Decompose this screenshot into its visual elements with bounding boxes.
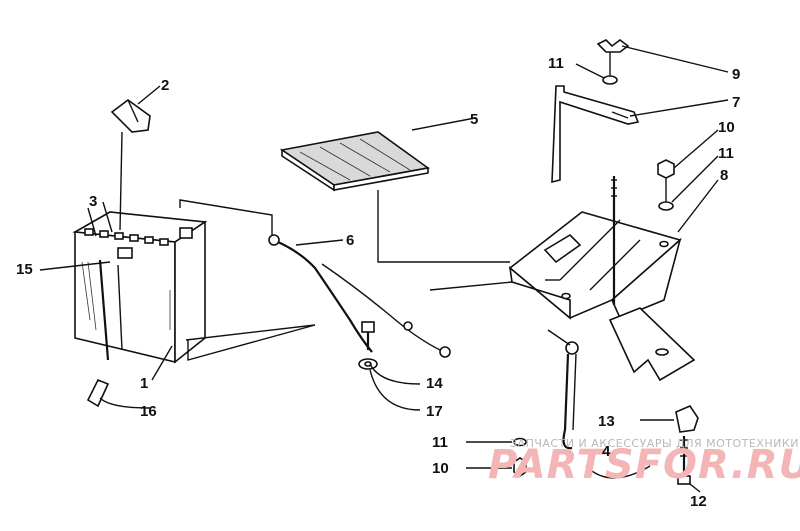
vent-tube — [86, 378, 110, 408]
tray-bracket — [608, 307, 696, 382]
callout-5: 5 — [470, 111, 478, 128]
terminal-cap — [110, 99, 151, 231]
callout-6: 6 — [346, 232, 354, 249]
watermark: ЗАПЧАСТИ И АКСЕССУАРЫ ДЛЯ МОТОТЕХНИКИ PA… — [488, 437, 800, 488]
watermark-tagline: ЗАПЧАСТИ И АКСЕССУАРЫ ДЛЯ МОТОТЕХНИКИ — [510, 437, 799, 450]
callout-3: 3 — [89, 193, 97, 210]
callout-10-bottom: 10 — [432, 460, 449, 477]
callout-1: 1 — [140, 375, 148, 392]
callout-17: 17 — [426, 403, 443, 420]
callout-16: 16 — [140, 403, 157, 420]
callout-11-right: 11 — [718, 145, 734, 162]
top-nut-and-washer — [657, 159, 675, 211]
leader-frames — [179, 199, 316, 361]
wing-nut — [596, 39, 630, 85]
callout-4: 4 — [602, 443, 611, 460]
callout-11-bottom: 11 — [432, 434, 448, 451]
leader-lines — [39, 45, 729, 493]
callout-7: 7 — [732, 94, 740, 111]
callout-15: 15 — [16, 261, 33, 278]
spacer-and-bolt — [675, 405, 699, 485]
watermark-logo: PARTSFOR.RU — [488, 442, 800, 488]
callout-13: 13 — [598, 413, 615, 430]
battery-cable — [185, 234, 451, 358]
foam-pad — [279, 131, 510, 263]
callout-9: 9 — [732, 66, 740, 83]
battery — [72, 211, 208, 364]
callout-11-topleft: 11 — [548, 55, 564, 72]
callout-8: 8 — [720, 167, 728, 184]
hook-rod — [547, 329, 579, 450]
bolt-and-washer — [358, 321, 378, 370]
callout-2: 2 — [161, 77, 169, 94]
callout-14: 14 — [426, 375, 443, 392]
hold-down-bracket — [551, 85, 640, 305]
callout-10-top: 10 — [718, 119, 735, 136]
battery-tray — [429, 211, 682, 320]
callout-12: 12 — [690, 493, 707, 510]
bottom-nut-and-washer — [513, 437, 527, 477]
callout-labels: 1 2 3 4 5 6 7 8 9 10 10 11 11 11 12 13 1… — [16, 55, 740, 510]
